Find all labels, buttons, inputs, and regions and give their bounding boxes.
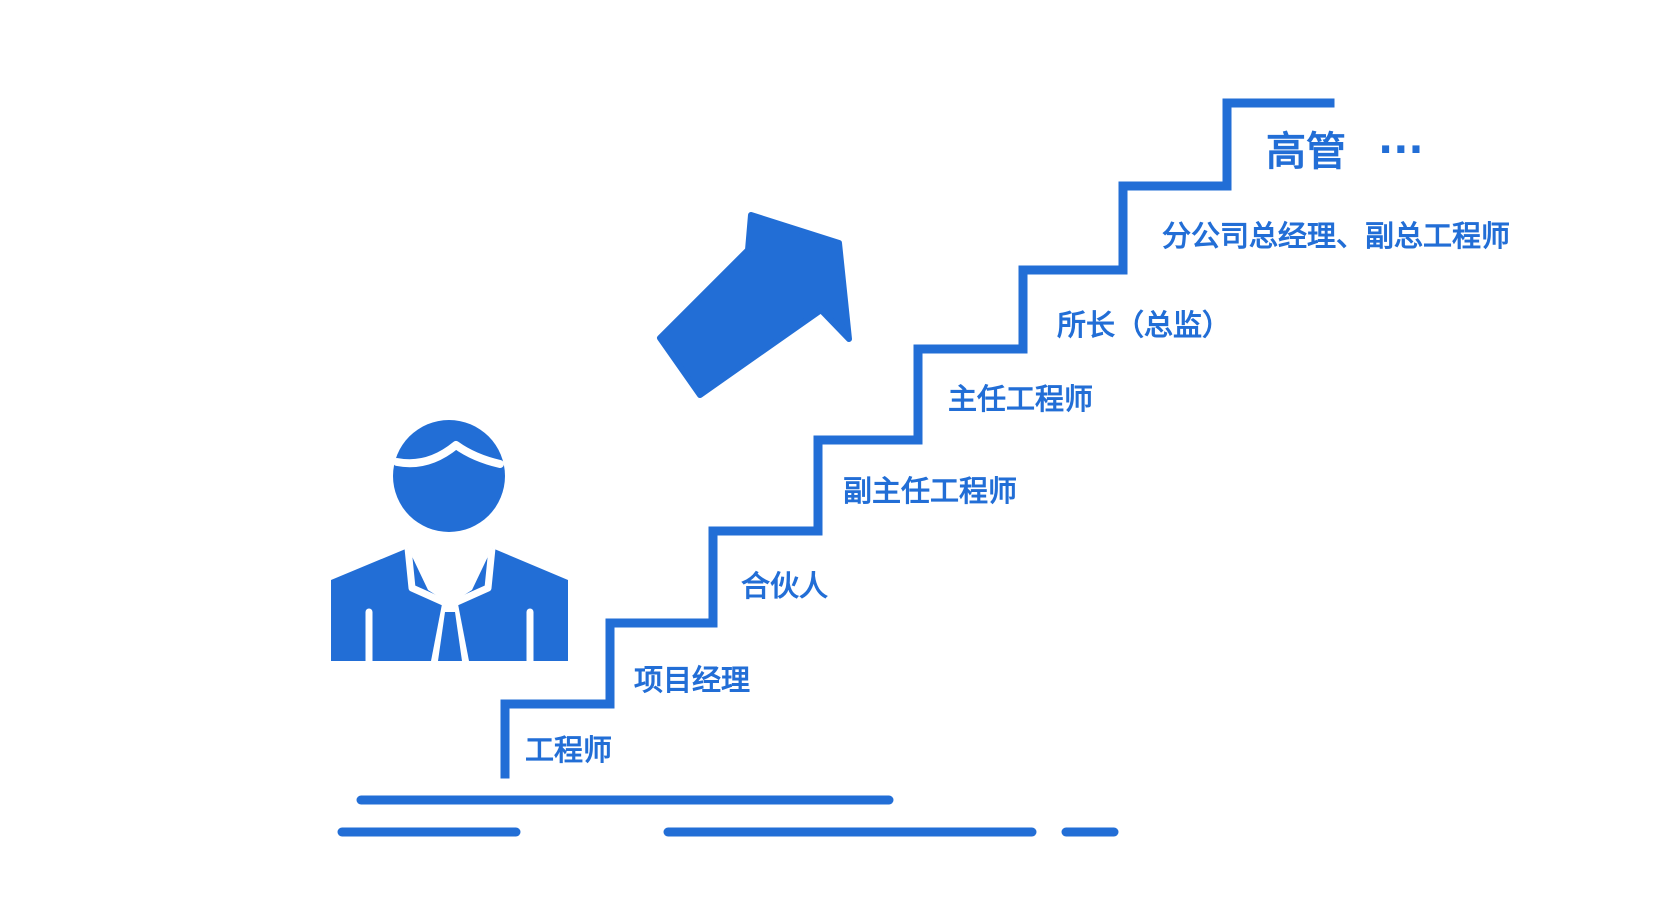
- step-label-engineer: 工程师: [525, 733, 612, 767]
- step-ellipsis: ···: [1378, 127, 1424, 173]
- step-label-chief-engineer: 主任工程师: [948, 382, 1093, 416]
- businessman-icon: [331, 420, 568, 668]
- figure-hair-line: [393, 441, 504, 468]
- step-label-deputy-chief-engineer: 副主任工程师: [843, 474, 1017, 508]
- step-label-partner: 合伙人: [741, 569, 828, 603]
- ground-lines: [337, 795, 1119, 837]
- step-labels: 工程师 项目经理 合伙人 副主任工程师 主任工程师 所长（总监） 分公司总经理、…: [525, 127, 1510, 767]
- step-label-director: 所长（总监）: [1057, 308, 1231, 342]
- step-label-executive: 高管: [1266, 129, 1346, 175]
- staircase-line: [500, 98, 1335, 779]
- up-right-arrow-icon: [657, 212, 852, 398]
- figure-head: [393, 420, 505, 532]
- figure-tie-inner: [438, 612, 462, 661]
- step-label-branch-general-manager: 分公司总经理、副总工程师: [1162, 219, 1510, 253]
- step-label-project-manager: 项目经理: [634, 663, 750, 697]
